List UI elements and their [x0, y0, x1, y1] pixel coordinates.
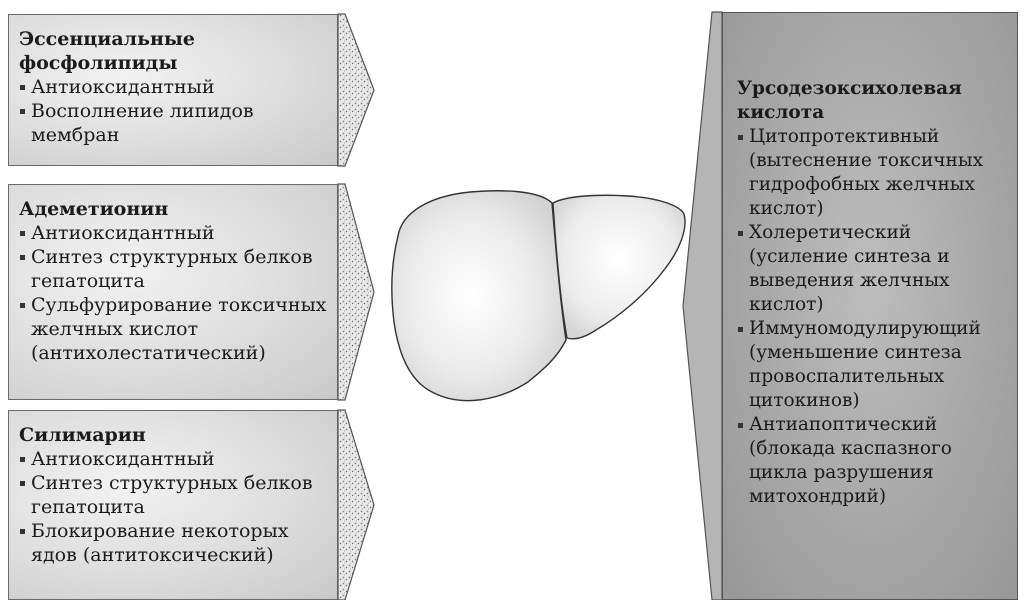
arrow-left	[683, 12, 722, 600]
arrow-right	[338, 14, 374, 166]
liver-right-lobe	[392, 191, 566, 401]
arrow-right	[338, 184, 374, 400]
liver-left-lobe	[553, 195, 685, 338]
arrow-right	[338, 410, 374, 600]
